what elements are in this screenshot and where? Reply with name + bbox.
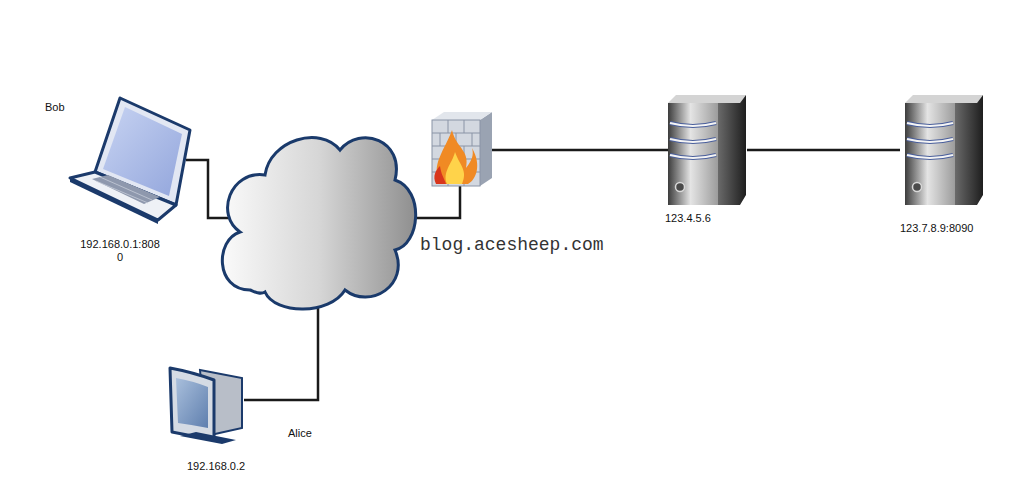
server-icon: [905, 95, 983, 205]
laptop-keyboard: [92, 175, 160, 204]
ip-address: 123.4.5.6: [665, 212, 747, 225]
firewall-flame: [437, 130, 478, 184]
laptop-keys: [96, 177, 152, 203]
laptop-node: Bob 192.168.0.1:808 0: [40, 95, 200, 267]
laptop-edge: [70, 178, 158, 224]
internet-cloud: [222, 138, 415, 309]
monitor-bezel: [170, 368, 214, 440]
firewall-icon: [432, 112, 492, 186]
alice-wire: [244, 300, 318, 400]
network-link: [747, 149, 900, 152]
firewall-flame-core: [446, 152, 465, 184]
ip-address: 123.7.8.9:8090: [900, 222, 995, 235]
laptop-icon: [70, 98, 190, 224]
firewall-side: [480, 112, 492, 186]
bob-wire: [186, 160, 232, 218]
firewall-bricks: [432, 120, 480, 186]
host-name: Alice: [288, 427, 333, 440]
firewall-server-wire: [490, 149, 668, 152]
server-node: 123.7.8.9:8090: [900, 90, 995, 236]
server-icon: [668, 95, 746, 205]
monitor-stand: [180, 432, 236, 444]
monitor-node: Alice 192.168.0.2: [160, 360, 335, 475]
firewall-flame-edge: [434, 166, 446, 184]
firewall-wall: [432, 120, 480, 186]
server-node: 123.4.5.6: [665, 90, 747, 230]
ip-address: 192.168.0.2: [187, 460, 267, 473]
laptop-base: [70, 172, 176, 220]
firewall-top: [432, 112, 492, 120]
monitor-screen: [176, 378, 208, 428]
ip-address: 192.168.0.1:808 0: [79, 238, 161, 264]
monitor-icon: [170, 368, 242, 444]
watermark: blog.acesheep.com: [420, 234, 604, 256]
host-name: Bob: [45, 101, 85, 114]
